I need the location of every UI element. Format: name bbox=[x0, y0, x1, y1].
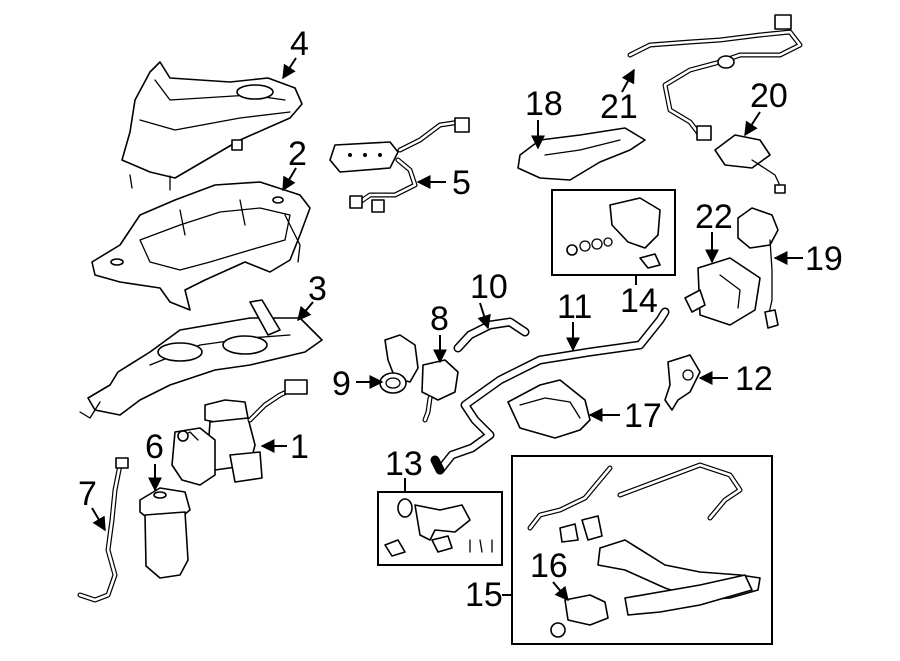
callout-5: 5 bbox=[452, 164, 471, 202]
part-17-shield bbox=[507, 379, 591, 439]
part-8-valve bbox=[421, 359, 459, 423]
callout-8: 8 bbox=[430, 300, 449, 338]
callout-11: 11 bbox=[557, 288, 592, 326]
leader-3 bbox=[297, 301, 314, 322]
part-4-cover bbox=[121, 61, 303, 191]
part-12-bracket bbox=[664, 354, 701, 411]
callout-10: 10 bbox=[470, 268, 508, 306]
callout-19: 19 bbox=[805, 240, 843, 278]
callout-2: 2 bbox=[288, 135, 307, 173]
part-11-hose bbox=[430, 307, 670, 475]
part-5-harness bbox=[329, 117, 470, 213]
leader-10 bbox=[477, 302, 491, 330]
callout-22: 22 bbox=[695, 198, 733, 236]
part-7-hose bbox=[77, 457, 129, 603]
part-1-compressor bbox=[171, 379, 308, 486]
leader-21 bbox=[621, 68, 635, 93]
part-19-sensor bbox=[737, 207, 779, 329]
callout-6: 6 bbox=[145, 428, 164, 466]
callout-7: 7 bbox=[78, 475, 97, 513]
part-20-sensor bbox=[714, 134, 786, 194]
part-3-bracket bbox=[79, 299, 323, 419]
callout-13: 13 bbox=[385, 445, 423, 483]
leader-2 bbox=[282, 167, 297, 192]
leader-20 bbox=[744, 111, 761, 137]
callout-3: 3 bbox=[308, 270, 327, 308]
leader-7 bbox=[91, 507, 106, 532]
callout-20: 20 bbox=[750, 77, 788, 115]
callout-4: 4 bbox=[290, 25, 309, 63]
callout-18: 18 bbox=[525, 85, 563, 123]
callout-9: 9 bbox=[332, 365, 351, 403]
part-21-harness bbox=[627, 14, 803, 141]
box-13-frame bbox=[377, 491, 503, 566]
leader-4 bbox=[282, 57, 297, 80]
part-18-shield bbox=[517, 127, 646, 181]
callout-16: 16 bbox=[530, 547, 568, 585]
callout-14: 14 bbox=[620, 282, 658, 320]
box-15-frame bbox=[511, 455, 773, 645]
callout-labels: 1 2 3 4 5 6 7 8 9 10 11 12 13 14 15 16 1… bbox=[78, 25, 843, 614]
part-9-clamp bbox=[379, 334, 419, 394]
part-10-hose bbox=[453, 317, 530, 353]
callout-1: 1 bbox=[290, 428, 309, 466]
part-2-tray bbox=[91, 181, 311, 311]
leader-16 bbox=[552, 581, 569, 602]
callout-15: 15 bbox=[465, 576, 503, 614]
callout-12: 12 bbox=[735, 360, 773, 398]
box-14-frame bbox=[551, 189, 676, 276]
part-22-module bbox=[684, 257, 761, 326]
leader-lines bbox=[91, 57, 803, 602]
part-6-dryer bbox=[139, 487, 191, 579]
callout-17: 17 bbox=[624, 397, 662, 435]
callout-21: 21 bbox=[600, 88, 638, 126]
